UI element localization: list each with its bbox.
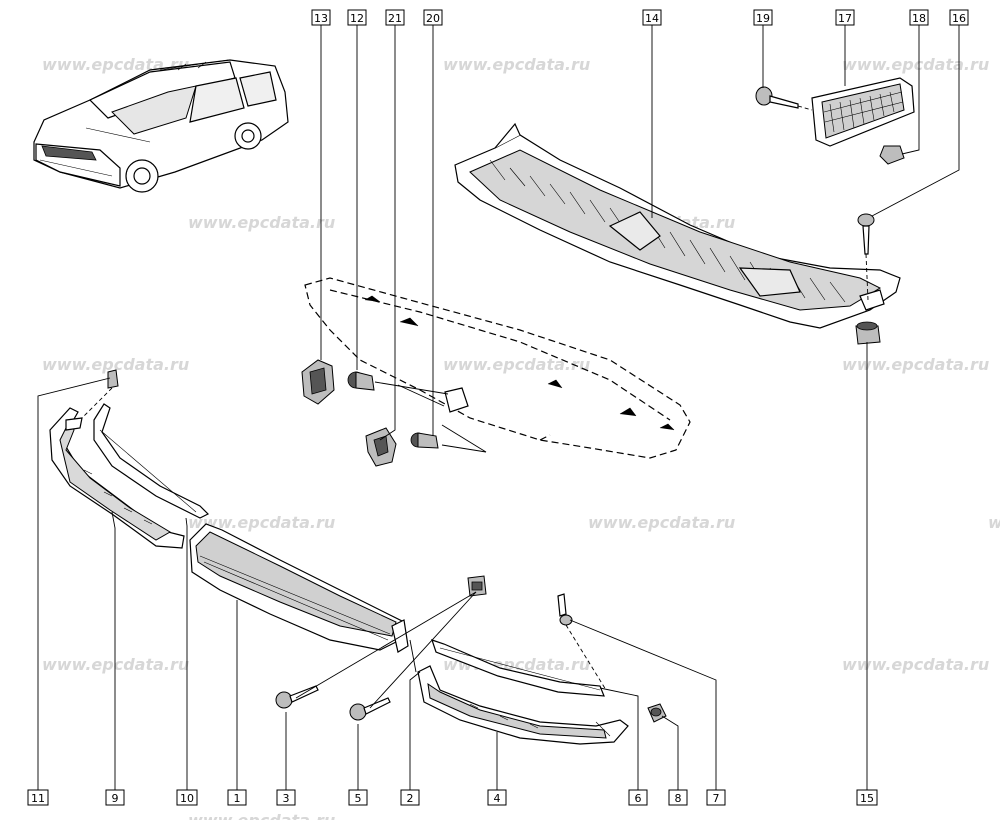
watermark: www.epcdata.ru xyxy=(42,355,189,374)
callout-3: 3 xyxy=(276,789,296,806)
callout-number: 3 xyxy=(283,792,290,805)
callout-number: 8 xyxy=(675,792,682,805)
pin-7 xyxy=(557,593,607,691)
leader-lines xyxy=(37,25,960,792)
grommet-20 xyxy=(410,432,439,449)
callout-21: 21 xyxy=(385,9,405,26)
scuttle-panel xyxy=(454,122,901,329)
callout-number: 15 xyxy=(860,792,874,805)
callout-13: 13 xyxy=(311,9,331,26)
callout-number: 18 xyxy=(912,12,926,25)
callout-17: 17 xyxy=(835,9,855,26)
car-thumbnail xyxy=(33,59,289,193)
nut-8 xyxy=(647,703,667,723)
front-valance-1 xyxy=(189,523,409,653)
callout-12: 12 xyxy=(347,9,367,26)
clip-2 xyxy=(467,575,487,597)
watermark: www.epcdata.ru xyxy=(988,513,1000,532)
callout-number: 14 xyxy=(645,12,659,25)
clip-13 xyxy=(301,359,335,405)
callout-number: 21 xyxy=(388,12,402,25)
screw-3 xyxy=(275,685,319,709)
callout-number: 13 xyxy=(314,12,328,25)
callout-number: 17 xyxy=(838,12,852,25)
screw-16 xyxy=(857,213,875,301)
callout-number: 19 xyxy=(756,12,770,25)
watermark: www.epcdata.ru xyxy=(42,655,189,674)
watermark-layer: www.epcdata.ru www.epcdata.ru www.epcdat… xyxy=(42,55,1000,820)
watermark: www.epcdata.ru xyxy=(443,355,590,374)
panel-outline-dashed xyxy=(304,277,691,459)
trim-strip-6 xyxy=(431,639,605,697)
callout-7: 7 xyxy=(706,789,726,806)
watermark: www.epcdata.ru xyxy=(842,655,989,674)
watermark: www.epcdata.ru xyxy=(188,513,335,532)
callout-18: 18 xyxy=(909,9,929,26)
callout-number: 4 xyxy=(494,792,501,805)
grommet-12 xyxy=(347,371,375,391)
callout-20: 20 xyxy=(423,9,443,26)
callout-16: 16 xyxy=(949,9,969,26)
callout-5: 5 xyxy=(348,789,368,806)
callout-4: 4 xyxy=(487,789,507,806)
watermark: www.epcdata.ru xyxy=(443,55,590,74)
callout-labels: 13 12 21 20 14 19 17 18 16 11 9 10 1 3 5… xyxy=(27,9,969,806)
watermark: www.epcdata.ru xyxy=(188,811,335,820)
ventilation-grille xyxy=(811,77,915,147)
callout-number: 16 xyxy=(952,12,966,25)
callout-number: 1 xyxy=(234,792,241,805)
callout-number: 9 xyxy=(112,792,119,805)
callout-number: 10 xyxy=(180,792,194,805)
watermark: www.epcdata.ru xyxy=(842,55,989,74)
callout-11: 11 xyxy=(27,789,49,806)
callout-number: 11 xyxy=(31,792,45,805)
clip-11 xyxy=(79,369,119,421)
callout-8: 8 xyxy=(668,789,688,806)
callout-number: 12 xyxy=(350,12,364,25)
callout-number: 7 xyxy=(713,792,720,805)
callout-number: 20 xyxy=(426,12,440,25)
callout-9: 9 xyxy=(105,789,125,806)
callout-number: 6 xyxy=(635,792,642,805)
callout-1: 1 xyxy=(227,789,247,806)
callout-6: 6 xyxy=(628,789,648,806)
screw-5 xyxy=(349,697,391,721)
watermark: www.epcdata.ru xyxy=(588,513,735,532)
watermark: www.epcdata.ru xyxy=(188,213,335,232)
right-spoiler-4 xyxy=(417,665,629,745)
watermark: www.epcdata.ru xyxy=(842,355,989,374)
callout-2: 2 xyxy=(400,789,420,806)
clip-18 xyxy=(879,145,905,165)
left-spoiler-9 xyxy=(49,407,185,549)
callout-number: 5 xyxy=(355,792,362,805)
callout-number: 2 xyxy=(407,792,414,805)
screw-19 xyxy=(755,86,813,111)
callout-15: 15 xyxy=(856,789,878,806)
callout-10: 10 xyxy=(176,789,198,806)
trim-strip-10 xyxy=(93,403,210,519)
nut-15 xyxy=(855,321,881,345)
callout-19: 19 xyxy=(753,9,773,26)
clip-21 xyxy=(365,427,397,467)
callout-14: 14 xyxy=(642,9,662,26)
